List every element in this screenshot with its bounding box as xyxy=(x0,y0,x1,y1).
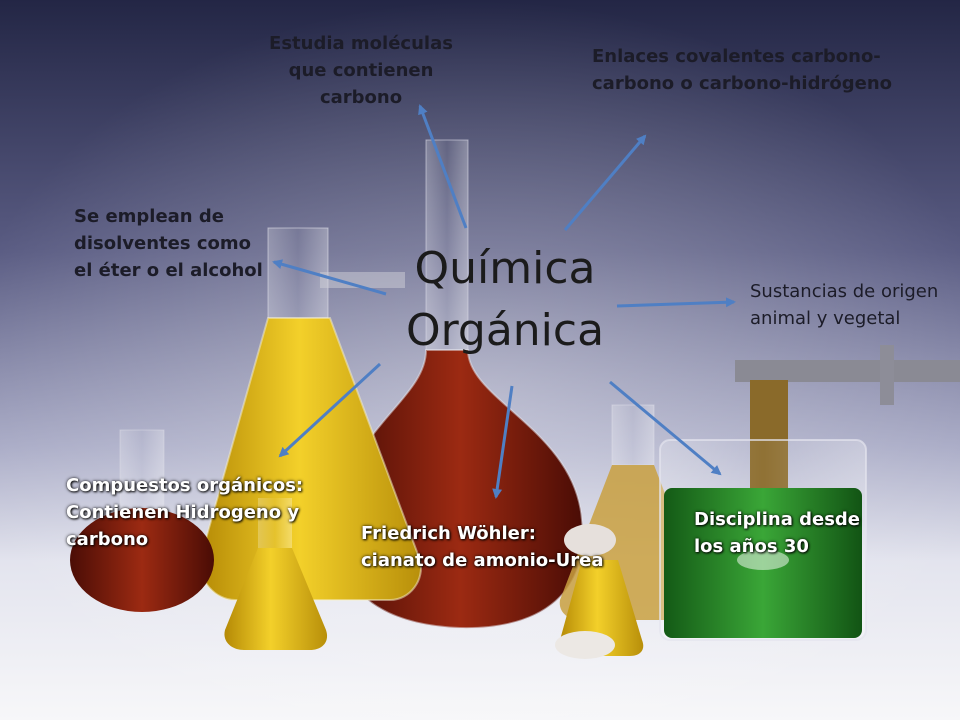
note-estudia-moleculas: Estudia moléculas que contienen carbono xyxy=(268,30,454,111)
arrow-to-sustancias xyxy=(617,302,734,306)
note-disciplina: Disciplina desde los años 30 xyxy=(694,506,860,560)
note-sustancias-origen: Sustancias de origen animal y vegetal xyxy=(750,278,938,332)
arrow-to-estudia xyxy=(420,106,466,228)
arrow-to-disolventes xyxy=(274,262,386,294)
arrow-to-disciplina xyxy=(610,382,720,474)
arrow-to-wohler xyxy=(496,386,512,497)
note-disolventes: Se emplean de disolventes como el éter o… xyxy=(74,203,263,284)
note-enlaces-covalentes: Enlaces covalentes carbono- carbono o ca… xyxy=(592,43,892,97)
note-friedrich-wohler: Friedrich Wöhler: cianato de amonio-Urea xyxy=(361,520,603,574)
note-compuestos-organicos: Compuestos orgánicos: Contienen Hidrogen… xyxy=(66,472,303,553)
arrow-to-compuestos xyxy=(280,364,380,456)
main-title: Química Orgánica xyxy=(395,238,615,362)
arrow-to-enlaces xyxy=(565,136,645,230)
